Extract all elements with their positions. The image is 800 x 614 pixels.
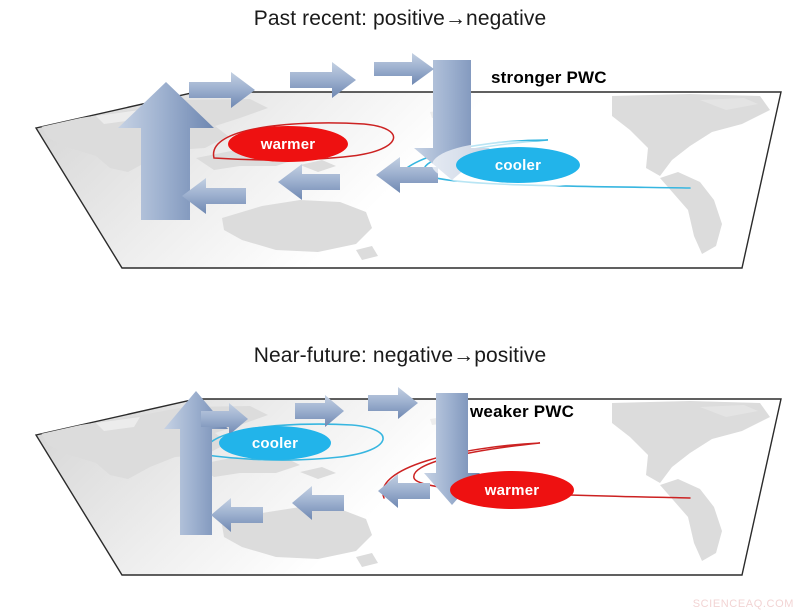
cool-blob-label: cooler xyxy=(495,157,541,174)
upper-flow-arrow-2 xyxy=(290,62,356,98)
cool-anomaly-blob-top: cooler xyxy=(432,141,604,189)
panel-past-recent: Past recent: positive→negative xyxy=(34,7,782,269)
trade-arrow-2 xyxy=(292,486,344,520)
upper-flow-arrow-2 xyxy=(295,395,344,427)
upper-flow-arrows-top xyxy=(189,53,434,108)
trade-arrow-1 xyxy=(211,498,263,532)
watermark: SCIENCEAQ.COM xyxy=(692,598,794,610)
upper-flow-arrow-3 xyxy=(374,53,434,85)
scene-near-future: cooler warmer weaker PWC xyxy=(0,307,800,614)
warm-blob-label: warmer xyxy=(260,136,316,153)
trade-arrow-3 xyxy=(378,474,430,508)
upper-flow-arrow-1 xyxy=(201,403,248,435)
trade-arrow-2 xyxy=(278,164,340,200)
panel-near-future: Near-future: negative→positive xyxy=(0,307,800,614)
surface-trade-arrows-top xyxy=(182,157,438,214)
scene-past-recent: warmer cooler stronger PWC xyxy=(34,53,782,269)
circulation-strength-label-top: stronger PWC xyxy=(491,68,607,87)
upper-flow-arrow-3 xyxy=(368,387,418,419)
cool-anomaly-blob-bottom: cooler xyxy=(219,426,331,460)
circulation-strength-label-bottom: weaker PWC xyxy=(470,402,575,421)
upper-flow-arrows-bottom xyxy=(201,387,418,435)
panel-title-near-future: Near-future: negative→positive xyxy=(253,344,547,367)
warm-anomaly-blob-bottom: warmer xyxy=(450,471,574,509)
trade-arrow-1 xyxy=(182,178,246,214)
cool-blob-label: cooler xyxy=(252,435,298,452)
warm-anomaly-blob-top: warmer xyxy=(228,126,348,162)
warm-blob-label: warmer xyxy=(484,482,540,499)
upper-flow-arrow-1 xyxy=(189,72,255,108)
ascending-arrow-top xyxy=(118,82,214,220)
panel-title-past-recent: Past recent: positive→negative xyxy=(253,7,547,30)
continent-shapes xyxy=(40,401,770,567)
descending-arrow-bottom xyxy=(424,393,480,505)
trade-arrow-3 xyxy=(376,157,438,193)
surface-trade-arrows-bottom xyxy=(211,474,430,532)
